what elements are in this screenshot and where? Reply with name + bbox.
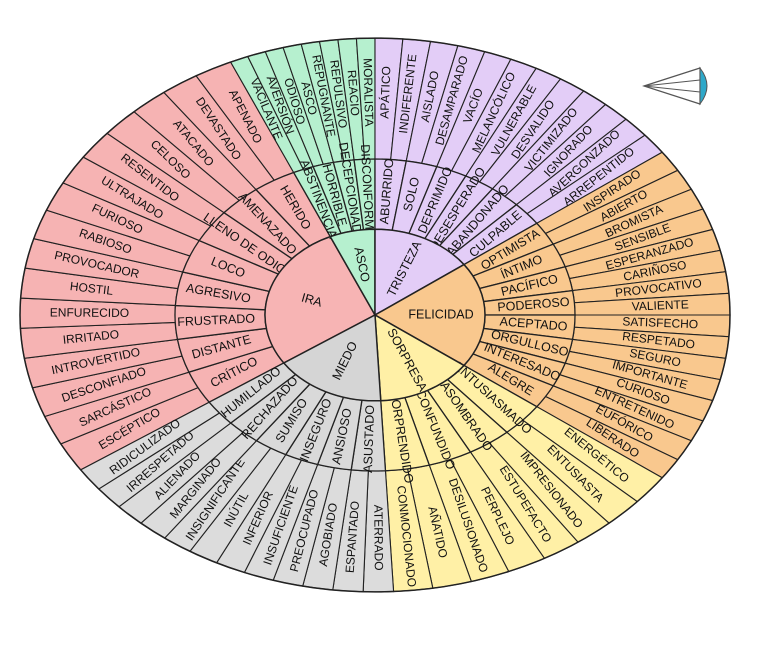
segment-miedo-core [282, 313, 382, 402]
secondary-emotion-label: ASUSTADO [361, 405, 377, 474]
tertiary-emotion-label: MORALISTA [360, 58, 376, 127]
core-emotion-label-felicidad: FELICIDAD [408, 307, 473, 321]
secondary-emotion-label: ACEPTADO [499, 314, 568, 333]
secondary-emotion-label: FRUSTRADO [177, 311, 256, 329]
tertiary-emotion-label: ENFURECIDO [50, 305, 129, 320]
tertiary-emotion-label: ESPANTADO [343, 500, 362, 573]
tertiary-emotion-label: REACIO [345, 69, 363, 116]
tertiary-emotion-label: APÁTICO [376, 66, 393, 119]
secondary-emotion-label: DISCONFORME [358, 144, 377, 238]
tertiary-emotion-label: VALIENTE [631, 297, 689, 313]
tertiary-emotion-label: HOSTIL [69, 279, 114, 298]
tertiary-emotion-label: SATISFECHO [622, 314, 698, 331]
tertiary-emotion-label: ATERRADO [371, 505, 386, 571]
segment-felicidad-core [373, 263, 486, 367]
tertiary-emotion-label: IRRITADO [62, 327, 120, 347]
wheel-outline [19, 37, 731, 593]
paper-plane-icon[interactable] [640, 66, 712, 106]
secondary-emotion-label: PODEROSO [497, 295, 570, 315]
core-emotion-label-ira: IRA [300, 291, 325, 310]
secondary-emotion-label: ABURRIDO [377, 158, 396, 225]
